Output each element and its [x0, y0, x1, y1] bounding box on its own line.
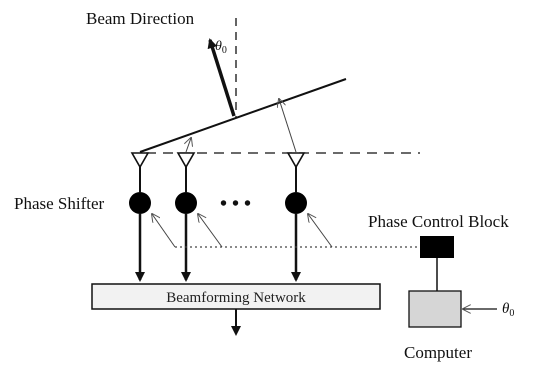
control-arrow-3	[308, 214, 333, 248]
phase-shifter-3	[285, 192, 307, 214]
wavefront-line	[139, 78, 347, 153]
antenna-element-1	[130, 152, 150, 169]
ellipsis-dots: • • •	[220, 193, 251, 215]
computer-label: Computer	[404, 343, 472, 362]
path-difference-arrow-1	[186, 138, 191, 153]
beam-direction-label: Beam Direction	[86, 9, 195, 28]
control-arrow-1	[152, 214, 176, 248]
phase-shifter-2	[175, 192, 197, 214]
phase-shifter-label: Phase Shifter	[14, 194, 105, 213]
phase-shifter-1	[129, 192, 151, 214]
theta-input-symbol: θ0	[502, 301, 514, 319]
phase-control-block	[420, 236, 454, 258]
path-difference-arrow-2	[279, 99, 297, 153]
beam-direction-arrow	[207, 38, 236, 117]
control-arrow-2	[198, 214, 223, 248]
phase-control-block-label: Phase Control Block	[368, 212, 509, 231]
beamforming-network-label: Beamforming Network	[166, 290, 306, 306]
computer-box	[408, 290, 462, 328]
antenna-element-3	[286, 152, 306, 169]
theta-beam-symbol: θ0	[215, 39, 227, 56]
antenna-element-2	[176, 152, 196, 169]
